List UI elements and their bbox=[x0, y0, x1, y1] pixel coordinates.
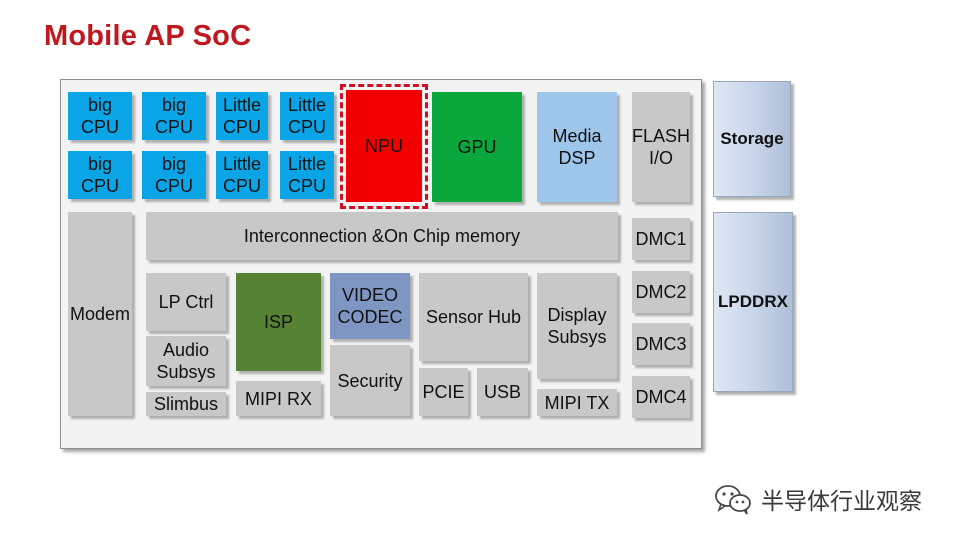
watermark: 半导体行业观察 bbox=[713, 482, 922, 516]
wechat-icon bbox=[715, 485, 751, 515]
watermark-text: 半导体行业观察 bbox=[761, 488, 922, 514]
video-codec-block: VIDEO CODEC bbox=[330, 273, 410, 339]
storage-block: Storage bbox=[713, 81, 791, 197]
cpu-core-little-2: Little CPU bbox=[280, 92, 334, 140]
pcie-block: PCIE bbox=[419, 368, 468, 416]
flash-io-block: FLASH I/O bbox=[632, 92, 690, 202]
gpu-block: GPU bbox=[432, 92, 522, 202]
display-subsys-block: Display Subsys bbox=[537, 273, 617, 379]
cpu-core-little-3: Little CPU bbox=[216, 151, 268, 199]
cpu-core-little-4: Little CPU bbox=[280, 151, 334, 199]
cpu-core-big-2: big CPU bbox=[142, 92, 206, 140]
dmc3-block: DMC3 bbox=[632, 323, 690, 365]
mipi-tx-block: MIPI TX bbox=[537, 389, 617, 416]
npu-highlight-frame bbox=[340, 84, 428, 209]
mipi-rx-block: MIPI RX bbox=[236, 381, 321, 416]
usb-block: USB bbox=[477, 368, 528, 416]
lp-ctrl-block: LP Ctrl bbox=[146, 273, 226, 331]
audio-subsys-block: Audio Subsys bbox=[146, 336, 226, 386]
sensor-hub-block: Sensor Hub bbox=[419, 273, 528, 361]
npu-block: NPU bbox=[346, 90, 422, 202]
isp-block: ISP bbox=[236, 273, 321, 371]
lpddrx-block: LPDDRX bbox=[713, 212, 793, 392]
modem-block: Modem bbox=[68, 212, 132, 416]
cpu-core-big-3: big CPU bbox=[68, 151, 132, 199]
dmc4-block: DMC4 bbox=[632, 376, 690, 418]
dmc1-block: DMC1 bbox=[632, 218, 690, 260]
security-block: Security bbox=[330, 345, 410, 416]
media-dsp-block: Media DSP bbox=[537, 92, 617, 202]
interconnect-block: Interconnection &On Chip memory bbox=[146, 212, 618, 260]
cpu-core-big-1: big CPU bbox=[68, 92, 132, 140]
cpu-core-little-1: Little CPU bbox=[216, 92, 268, 140]
cpu-core-big-4: big CPU bbox=[142, 151, 206, 199]
dmc2-block: DMC2 bbox=[632, 271, 690, 313]
slimbus-block: Slimbus bbox=[146, 392, 226, 416]
page-title: Mobile AP SoC bbox=[44, 20, 252, 52]
